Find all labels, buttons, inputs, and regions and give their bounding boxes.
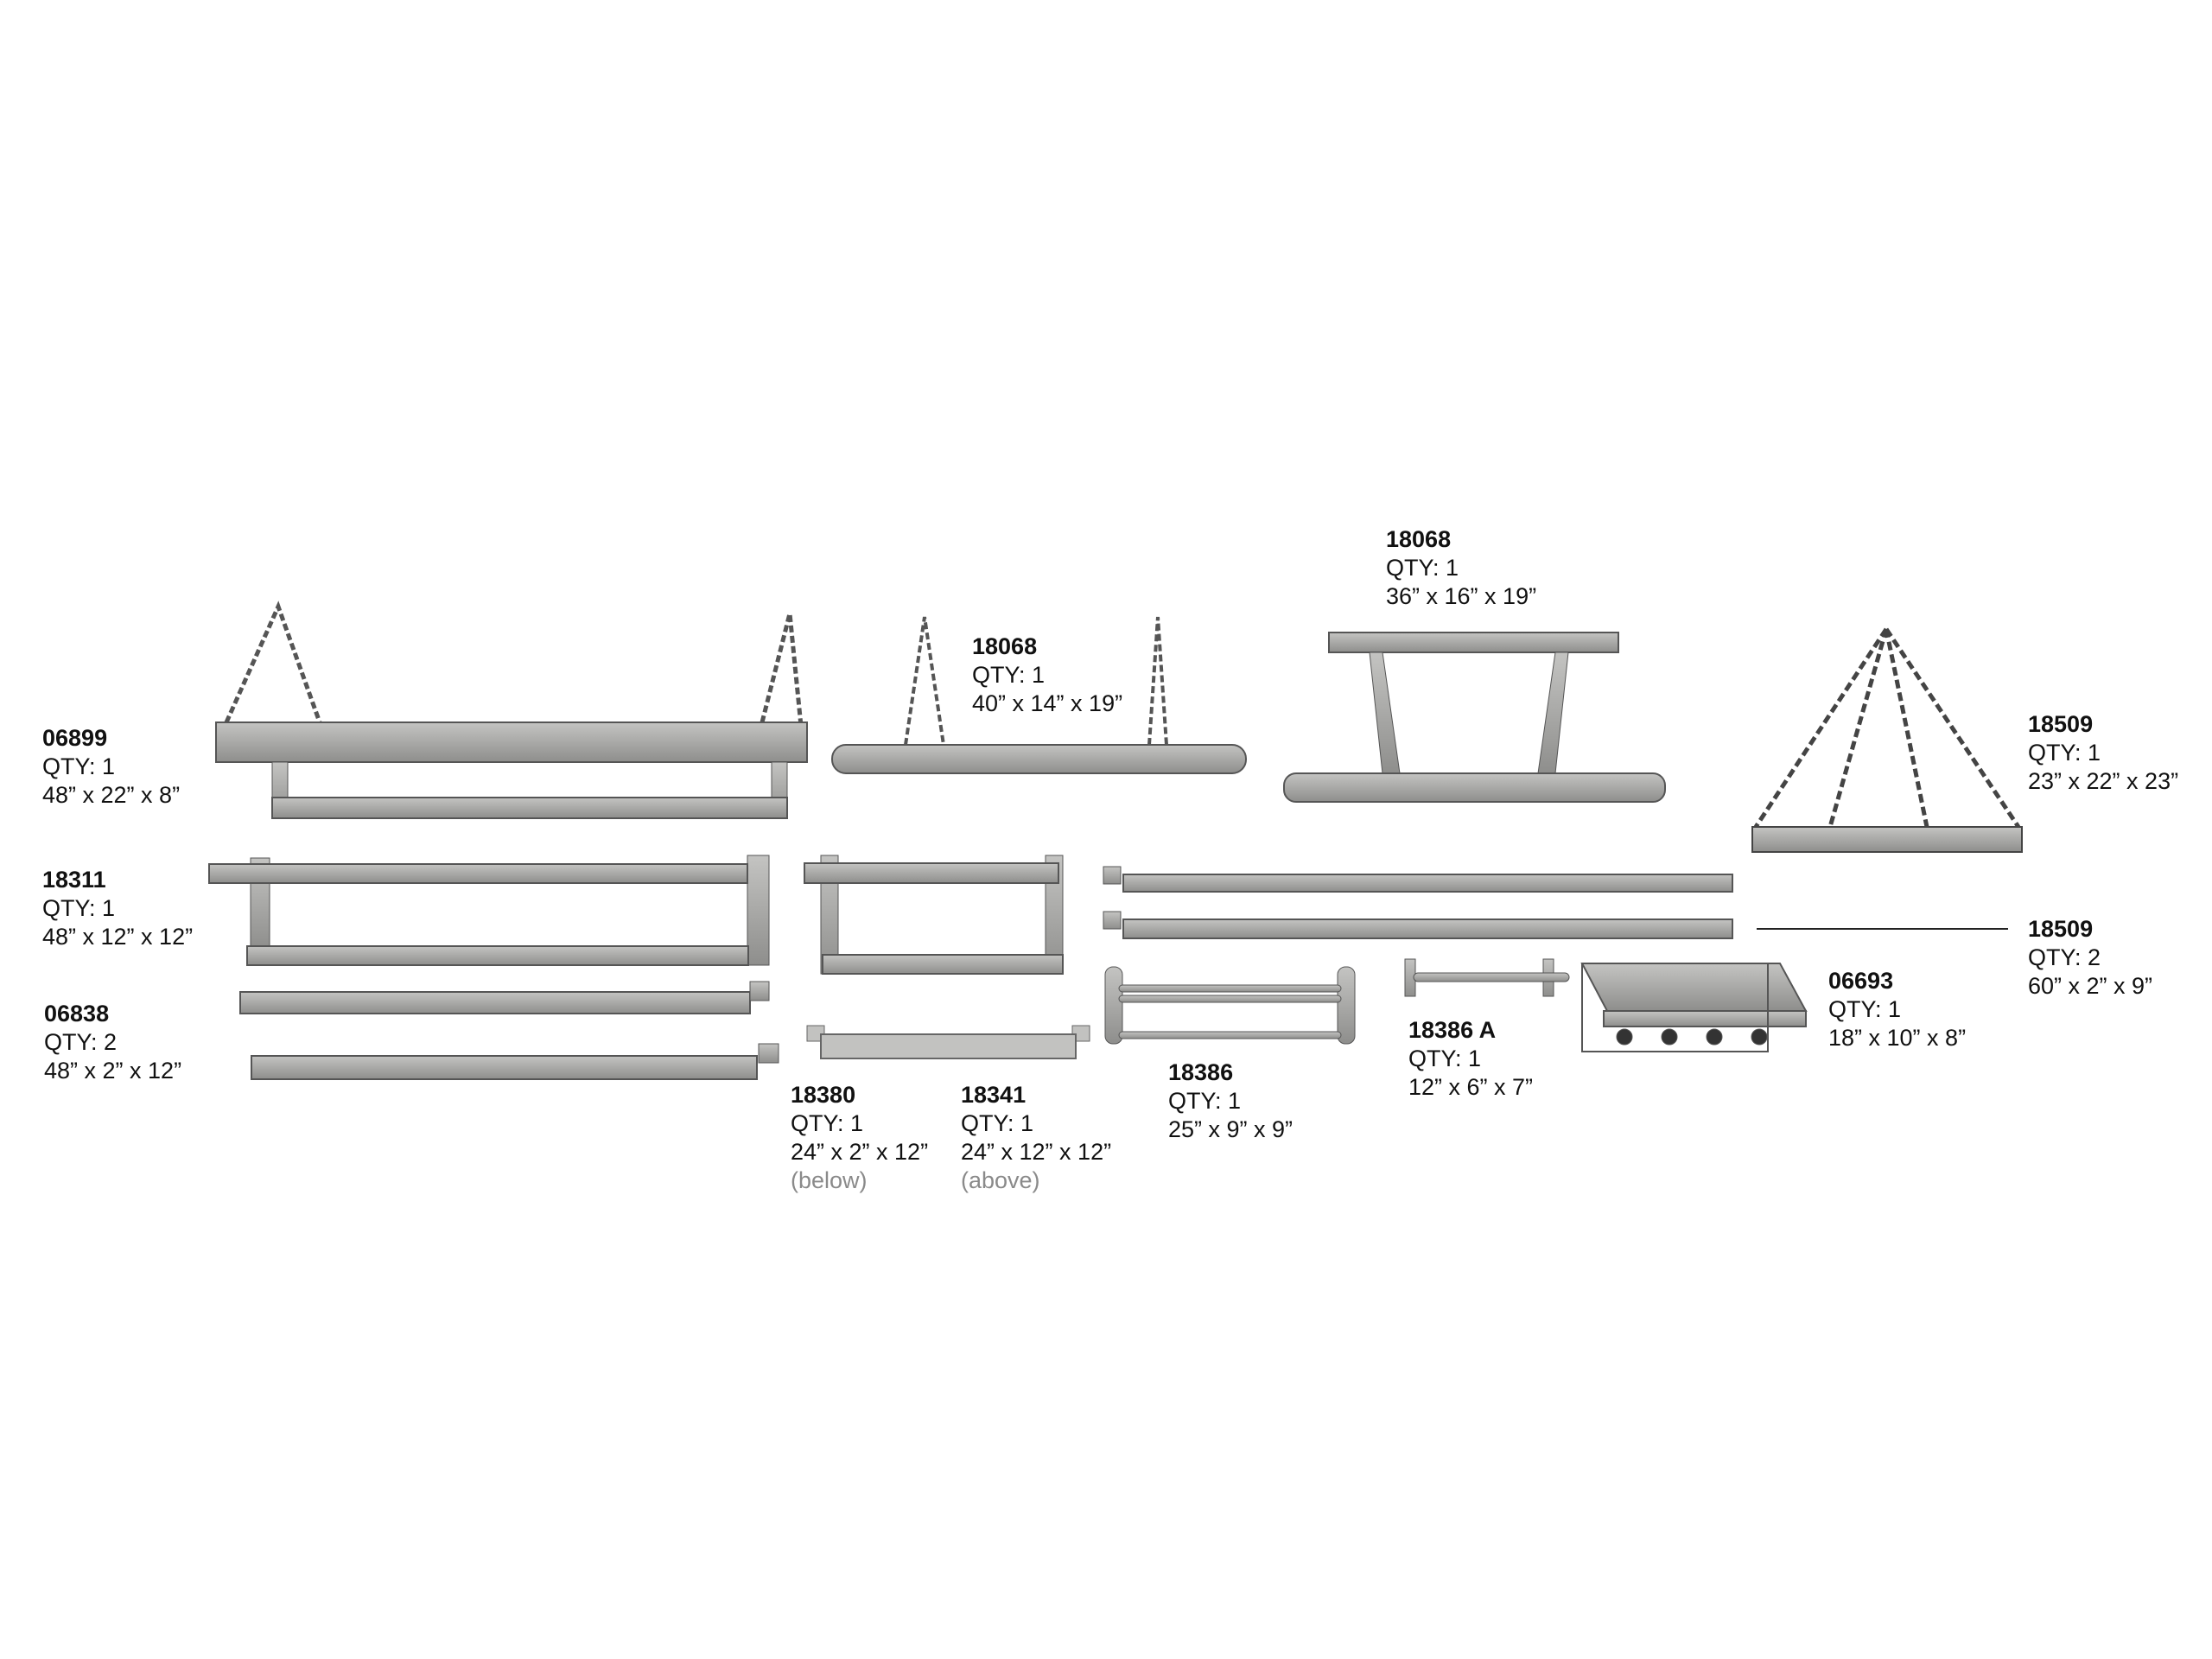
rack-18386a-image <box>1404 958 1570 997</box>
item-dims: 24” x 12” x 12” <box>961 1139 1112 1165</box>
item-note: (above) <box>961 1167 1040 1193</box>
item-label-06899: 06899 QTY: 1 48” x 22” x 8” <box>42 724 180 810</box>
item-code: 06899 <box>42 725 108 751</box>
item-label-06693: 06693 QTY: 1 18” x 10” x 8” <box>1828 967 1966 1052</box>
rack-18509-ring-image <box>1751 627 2023 853</box>
item-code: 18380 <box>791 1082 856 1108</box>
item-note: (below) <box>791 1167 868 1193</box>
item-label-18386a: 18386 A QTY: 1 12” x 6” x 7” <box>1408 1016 1533 1102</box>
rack-18068-bar-image <box>1283 632 1666 803</box>
item-dims: 25” x 9” x 9” <box>1168 1116 1294 1142</box>
item-code: 18509 <box>2028 711 2094 737</box>
item-dims: 48” x 12” x 12” <box>42 924 194 950</box>
item-dims: 48” x 2” x 12” <box>44 1058 182 1084</box>
item-code: 06693 <box>1828 968 1894 994</box>
item-label-18311: 18311 QTY: 1 48” x 12” x 12” <box>42 866 193 951</box>
item-dims: 12” x 6” x 7” <box>1408 1074 1534 1100</box>
item-code: 18509 <box>2028 916 2094 942</box>
rack-06838-image <box>239 981 779 1080</box>
rack-18386-image <box>1104 966 1356 1045</box>
item-qty: QTY: 2 <box>2028 944 2101 970</box>
item-qty: QTY: 1 <box>1408 1046 1482 1071</box>
item-code: 18386 <box>1168 1059 1234 1085</box>
item-qty: QTY: 1 <box>1828 996 1902 1022</box>
item-dims: 23” x 22” x 23” <box>2028 768 2179 794</box>
rack-18380-image <box>806 1025 1090 1059</box>
item-code: 18068 <box>1386 526 1452 552</box>
item-qty: QTY: 1 <box>961 1110 1034 1136</box>
item-qty: QTY: 1 <box>972 662 1046 688</box>
item-dims: 24” x 2” x 12” <box>791 1139 929 1165</box>
item-dims: 18” x 10” x 8” <box>1828 1025 1967 1051</box>
item-dims: 48” x 22” x 8” <box>42 782 181 808</box>
item-dims: 60” x 2” x 9” <box>2028 973 2153 999</box>
item-dims: 40” x 14” x 19” <box>972 690 1123 716</box>
item-qty: QTY: 2 <box>44 1029 118 1055</box>
rack-06899-image <box>215 601 808 819</box>
item-label-18341: 18341 QTY: 1 24” x 12” x 12” (above) <box>961 1081 1111 1195</box>
item-code: 18386 A <box>1408 1017 1497 1043</box>
rack-18068-oval-image <box>831 616 1247 774</box>
item-qty: QTY: 1 <box>791 1110 864 1136</box>
item-code: 18341 <box>961 1082 1027 1108</box>
item-qty: QTY: 1 <box>2028 740 2101 766</box>
item-code: 18311 <box>42 867 106 893</box>
item-qty: QTY: 1 <box>42 753 116 779</box>
item-label-18509-ring: 18509 QTY: 1 23” x 22” x 23” <box>2028 710 2178 796</box>
rack-18341-image <box>804 855 1064 975</box>
item-dims: 36” x 16” x 19” <box>1386 583 1537 609</box>
item-label-18068-bar: 18068 QTY: 1 36” x 16” x 19” <box>1386 525 1536 611</box>
item-label-18068-oval: 18068 QTY: 1 40” x 14” x 19” <box>972 632 1122 718</box>
rack-18509-bars-image <box>1103 866 2008 939</box>
item-label-18386: 18386 QTY: 1 25” x 9” x 9” <box>1168 1058 1293 1144</box>
item-qty: QTY: 1 <box>42 895 116 921</box>
item-label-18509-bars: 18509 QTY: 2 60” x 2” x 9” <box>2028 915 2152 1001</box>
item-code: 06838 <box>44 1001 110 1027</box>
item-code: 18068 <box>972 633 1038 659</box>
item-label-06838: 06838 QTY: 2 48” x 2” x 12” <box>44 1000 181 1085</box>
item-qty: QTY: 1 <box>1168 1088 1242 1114</box>
rack-18311-image <box>208 855 770 966</box>
item-qty: QTY: 1 <box>1386 555 1459 581</box>
item-label-18380: 18380 QTY: 1 24” x 2” x 12” (below) <box>791 1081 928 1195</box>
shelf-06693-image <box>1580 963 1808 1052</box>
